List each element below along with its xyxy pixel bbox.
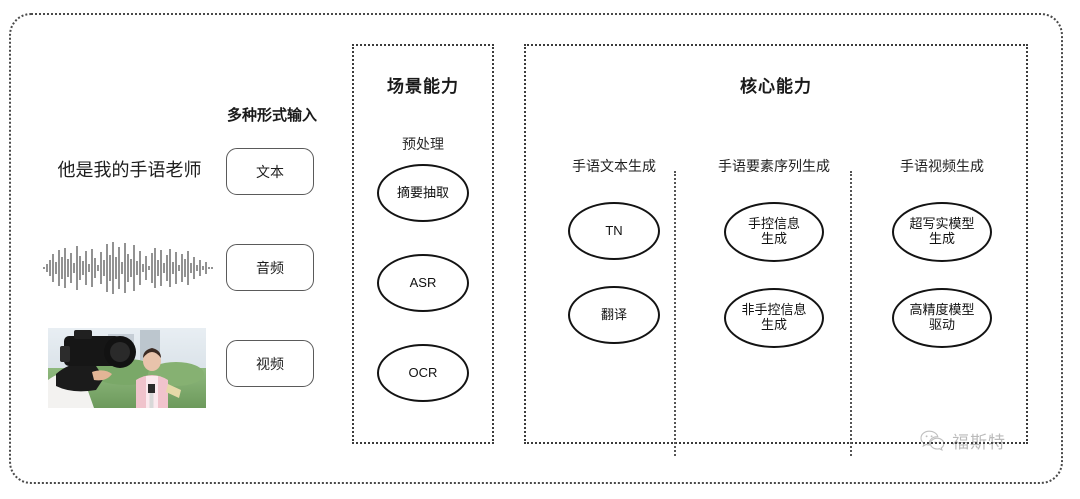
modality-chip-audio[interactable]: 音频 (226, 244, 314, 291)
modality-chip-text[interactable]: 文本 (226, 148, 314, 195)
core-column-2-header: 手语要素序列生成 (718, 158, 830, 174)
modality-chip-video[interactable]: 视频 (226, 340, 314, 387)
core-node-highprecision-model-drive-label: 高精度模型驱动 (909, 302, 975, 332)
core-column-divider-2 (850, 171, 852, 456)
audio-waveform-icon (42, 240, 214, 296)
core-capability-panel: 核心能力 手语文本生成 TN 翻译 手语要素序列生成 手控信息生成 非手控信息生… (524, 44, 1028, 456)
core-column-1-header: 手语文本生成 (572, 158, 656, 174)
scene-capability-panel: 场景能力 预处理 摘要抽取 ASR OCR (352, 44, 494, 444)
input-section-heading: 多种形式输入 (226, 107, 317, 124)
core-column-sign-element-sequence: 手语要素序列生成 手控信息生成 非手控信息生成 (694, 156, 854, 374)
scene-node-summary[interactable]: 摘要抽取 (377, 164, 469, 222)
core-node-nonmanual-info-generation-label: 非手控信息生成 (741, 302, 807, 332)
core-node-photoreal-model-generation[interactable]: 超写实模型生成 (892, 202, 992, 262)
core-column-divider-1 (674, 171, 676, 456)
core-column-sign-text-generation: 手语文本生成 TN 翻译 (534, 156, 694, 370)
core-column-sign-video-generation: 手语视频生成 超写实模型生成 高精度模型驱动 (862, 156, 1022, 374)
core-node-translate-label: 翻译 (600, 306, 627, 322)
core-node-manual-info-generation[interactable]: 手控信息生成 (724, 202, 824, 262)
scene-node-summary-label: 摘要抽取 (396, 184, 449, 200)
watermark-text: 福斯特 (952, 433, 1006, 452)
scene-node-asr-label: ASR (409, 274, 437, 290)
scene-node-asr[interactable]: ASR (377, 254, 469, 312)
wechat-icon (920, 430, 946, 452)
scene-panel-title: 场景能力 (387, 77, 459, 96)
video-thumbnail-icon (48, 328, 206, 408)
core-node-highprecision-model-drive[interactable]: 高精度模型驱动 (892, 288, 992, 348)
outer-frame (9, 13, 1063, 484)
core-node-photoreal-model-generation-label: 超写实模型生成 (909, 216, 975, 246)
sample-sentence-text: 他是我的手语老师 (57, 160, 202, 180)
core-panel-title: 核心能力 (740, 77, 812, 96)
core-node-manual-info-generation-label: 手控信息生成 (747, 216, 800, 246)
core-column-3-header: 手语视频生成 (900, 158, 984, 174)
core-node-tn[interactable]: TN (568, 202, 660, 260)
scene-node-ocr[interactable]: OCR (377, 344, 469, 402)
core-node-nonmanual-info-generation[interactable]: 非手控信息生成 (724, 288, 824, 348)
scene-node-ocr-label: OCR (408, 364, 438, 380)
scene-panel-subtitle: 预处理 (402, 136, 444, 152)
core-node-tn-label: TN (605, 222, 623, 238)
core-node-translate[interactable]: 翻译 (568, 286, 660, 344)
scene-node-stack: 摘要抽取 ASR OCR (354, 164, 492, 434)
watermark: 福斯特 (920, 428, 1006, 453)
